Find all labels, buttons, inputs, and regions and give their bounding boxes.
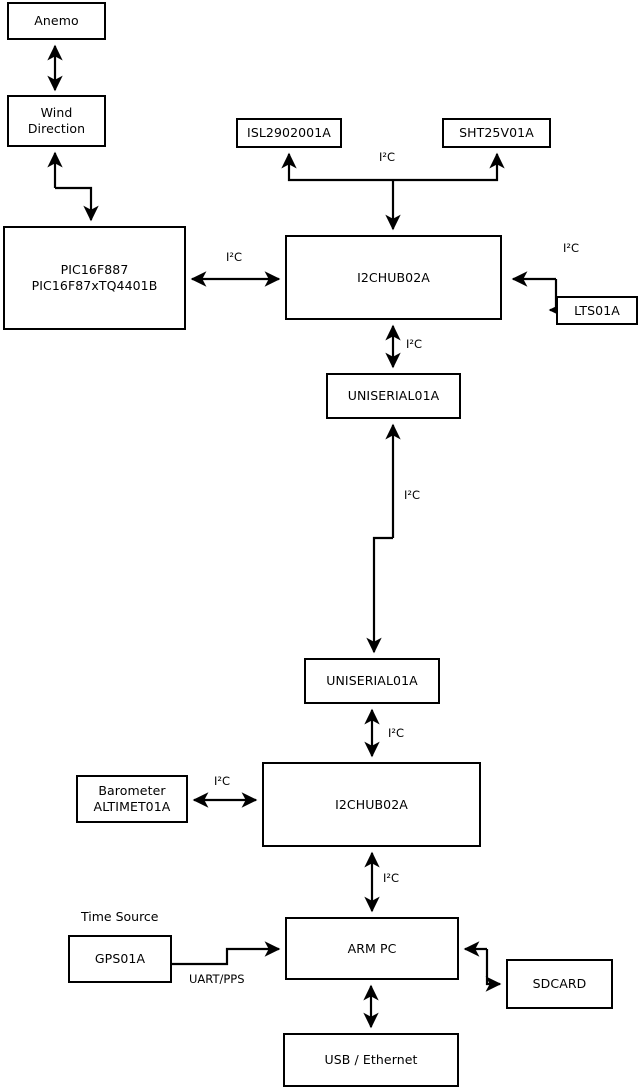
edge-label-i2c-uniserial-link: I²C (404, 488, 421, 502)
edge-label-i2c-uniserial-hub2: I²C (388, 726, 405, 740)
node-sdcard[interactable]: SDCARD (506, 959, 613, 1009)
node-wind-direction[interactable]: Wind Direction (7, 95, 106, 147)
edge-label-uart-pps: UART/PPS (189, 972, 245, 986)
edge-hub-bus-sht (393, 152, 505, 182)
label-time-source: Time Source (81, 909, 159, 924)
node-pic-mcu[interactable]: PIC16F887 PIC16F87xTQ4401B (3, 226, 186, 330)
edge-label-i2c-hub2-armpc: I²C (383, 871, 400, 885)
node-lts01a[interactable]: LTS01A (556, 296, 638, 325)
edge-label-i2c-barometer-hub: I²C (214, 774, 231, 788)
node-arm-pc[interactable]: ARM PC (285, 917, 459, 980)
node-anemo[interactable]: Anemo (7, 2, 106, 40)
edge-label-i2c-pic-hub: I²C (226, 250, 243, 264)
edge-gps-armpc (172, 941, 281, 966)
node-usb-ethernet[interactable]: USB / Ethernet (283, 1033, 459, 1087)
node-sht25v01a[interactable]: SHT25V01A (442, 118, 551, 148)
edge-uniserial-link-down (366, 536, 393, 654)
node-barometer-altimet01a[interactable]: Barometer ALTIMET01A (76, 775, 188, 823)
node-i2chub02a-top[interactable]: I2CHUB02A (285, 235, 502, 320)
edge-hub-bus-isl (281, 152, 393, 182)
edge-label-i2c-hub-sensors: I²C (379, 150, 396, 164)
node-gps01a[interactable]: GPS01A (68, 935, 172, 983)
node-uniserial01a-bottom[interactable]: UNISERIAL01A (304, 658, 440, 704)
node-uniserial01a-top[interactable]: UNISERIAL01A (326, 373, 461, 419)
edge-label-i2c-hub-uniserial: I²C (406, 337, 423, 351)
edge-pic-wind-elbow (55, 186, 99, 222)
edge-armpc-sdcard-out (485, 949, 502, 992)
edge-label-i2c-hub-lts: I²C (563, 241, 580, 255)
node-isl2902001a[interactable]: ISL2902001A (236, 118, 342, 148)
node-i2chub02a-bottom[interactable]: I2CHUB02A (262, 762, 481, 847)
